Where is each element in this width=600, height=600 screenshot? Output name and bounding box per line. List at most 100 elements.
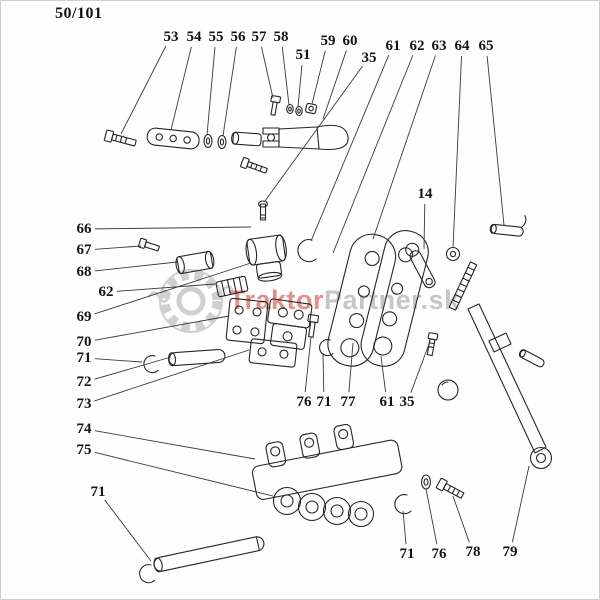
circlip-part	[143, 355, 159, 374]
callout-label: 58	[274, 29, 289, 45]
lever-part	[405, 242, 436, 289]
hex-bolt-part	[103, 129, 137, 147]
link-plate-front-part	[327, 233, 397, 367]
leader-line	[281, 46, 290, 106]
washer-part	[420, 474, 432, 490]
lower-bracket-part	[251, 423, 403, 500]
bushing-part	[175, 250, 215, 275]
leader-line	[452, 495, 470, 543]
callout-label: 71	[91, 484, 106, 500]
leader-line	[170, 46, 192, 131]
callout-label: 72	[77, 374, 92, 390]
leader-line	[486, 55, 505, 226]
leader-line	[332, 55, 414, 254]
grub-screw-part	[137, 237, 160, 252]
leader-line	[94, 261, 178, 272]
callout-label: 65	[479, 38, 494, 54]
callout-label: 71	[317, 394, 332, 410]
leader-line	[423, 203, 426, 250]
callout-label: 59	[321, 33, 336, 49]
circlip-part	[394, 494, 412, 515]
leader-line	[94, 245, 142, 250]
callout-label: 79	[503, 544, 518, 560]
exploded-drawing	[103, 95, 553, 584]
leader-lines	[94, 45, 530, 562]
leader-line	[348, 342, 354, 393]
vertical-bolt-part	[307, 314, 320, 338]
clevis-pin-part	[518, 349, 545, 368]
leader-line	[511, 465, 530, 543]
callout-label: 14	[418, 186, 434, 202]
spacer-pin-part	[231, 131, 262, 147]
set-bolt-part	[257, 200, 269, 221]
callout-label: 78	[466, 544, 481, 560]
leader-line	[222, 46, 237, 137]
callout-label: 74	[77, 421, 93, 437]
leader-line	[322, 352, 325, 393]
leader-line	[452, 55, 462, 249]
callout-label: 51	[296, 47, 311, 63]
circlip-part	[297, 239, 317, 263]
gear-icon	[147, 269, 235, 333]
side-bolt-part	[426, 332, 439, 357]
callout-label: 35	[362, 50, 377, 66]
callout-label: 61	[386, 38, 401, 54]
leader-line	[410, 343, 430, 393]
leader-line	[120, 45, 167, 135]
page-reference: 50/101	[55, 5, 103, 22]
callout-label: 67	[77, 242, 93, 258]
callout-label: 71	[400, 546, 415, 562]
callout-label: 69	[77, 309, 92, 325]
callout-label: 60	[343, 33, 358, 49]
callout-label: 76	[297, 394, 313, 410]
roller-part	[245, 234, 287, 282]
callout-label: 71	[77, 350, 92, 366]
callout-label: 63	[432, 38, 447, 54]
callout-label: 62	[99, 284, 114, 300]
bracket-plate-part	[225, 297, 269, 345]
callout-label: 76	[432, 546, 448, 562]
angle-bracket-part	[267, 298, 313, 350]
callout-label: 56	[231, 29, 247, 45]
leader-line	[94, 356, 172, 380]
leader-line	[304, 336, 312, 393]
nut-part	[305, 102, 318, 115]
leader-line	[264, 65, 363, 202]
ball-shade	[441, 381, 449, 386]
leader-line	[322, 50, 347, 120]
leader-line	[94, 315, 230, 341]
leader-line	[116, 283, 216, 292]
washer-part	[203, 133, 227, 150]
hex-bolt-part	[435, 477, 465, 499]
callout-label: 64	[455, 38, 471, 54]
callout-label: 62	[410, 38, 425, 54]
leader-line	[310, 55, 390, 242]
linch-pin-part	[489, 215, 527, 237]
callout-label: 61	[380, 394, 395, 410]
leader-line	[297, 64, 303, 108]
leader-line	[372, 55, 436, 240]
callout-label: 54	[187, 29, 203, 45]
leader-line	[94, 349, 250, 402]
long-pin-part	[153, 536, 265, 573]
callout-label: 53	[164, 29, 179, 45]
circlip-part	[319, 339, 334, 357]
pivot-pin-part	[167, 348, 226, 367]
callout-label: 66	[77, 221, 93, 237]
small-bolt-part	[240, 156, 268, 174]
leader-line	[425, 488, 438, 545]
ribbed-bushing-part	[215, 275, 249, 298]
callout-label: 35	[400, 394, 415, 410]
watermark: TraktorPartner.sk	[147, 269, 460, 333]
callout-label: 55	[209, 29, 224, 45]
leader-line	[380, 355, 387, 393]
mounting-strip-part	[146, 127, 200, 150]
callout-label: 73	[77, 396, 92, 412]
callout-label: 68	[77, 264, 92, 280]
leader-line	[206, 46, 216, 136]
leader-line	[311, 50, 326, 105]
bracket-bosses-part	[272, 486, 375, 528]
